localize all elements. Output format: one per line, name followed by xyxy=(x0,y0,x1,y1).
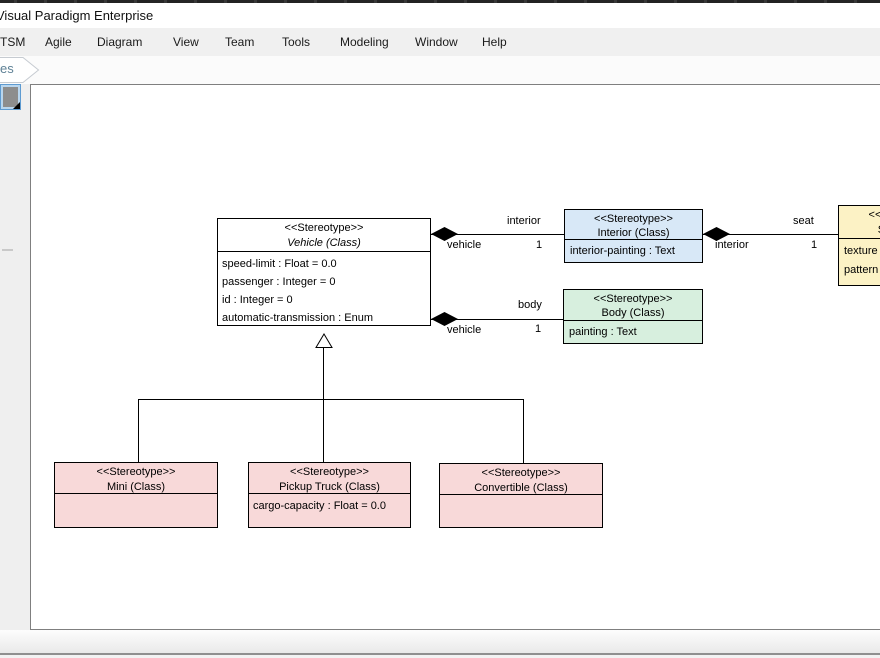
class-header: <<Stereotype>> Seat (Class) xyxy=(839,206,880,239)
generalization-line[interactable] xyxy=(138,399,523,400)
attribute: pattern xyxy=(844,264,879,276)
class-header: <<Stereotype>> Vehicle (Class) xyxy=(218,219,430,252)
class-name: Convertible (Class) xyxy=(474,482,568,494)
attribute: automatic-transmission : Enum xyxy=(222,312,373,324)
attribute-compartment: texture : pattern xyxy=(839,239,880,283)
uml-class-seat[interactable]: <<Stereotype>> Seat (Class) texture : pa… xyxy=(838,205,880,286)
role-label[interactable]: interior xyxy=(715,239,749,251)
stereotype-label: <<Stereotype>> xyxy=(284,222,364,234)
class-name: Body (Class) xyxy=(601,307,665,319)
class-name: Seat (Class) xyxy=(839,223,880,238)
stereotype-label: <<Stereotype>> xyxy=(290,466,369,478)
attribute-compartment: cargo-capacity : Float = 0.0 xyxy=(249,494,410,518)
menu-item-team[interactable]: Team xyxy=(225,35,255,49)
multiplicity-label[interactable]: 1 xyxy=(536,239,543,251)
attribute: speed-limit : Float = 0.0 xyxy=(222,258,337,270)
palette-divider xyxy=(2,249,13,251)
diagram-tab-bar: es xyxy=(0,56,880,84)
uml-class-pickup-truck[interactable]: <<Stereotype>> Pickup Truck (Class) carg… xyxy=(248,462,411,528)
composition-diamond-icon xyxy=(431,227,458,241)
association-vehicle-interior[interactable] xyxy=(431,234,564,235)
role-label[interactable]: interior xyxy=(507,215,541,227)
uml-class-convertible[interactable]: <<Stereotype>> Convertible (Class) xyxy=(439,463,603,528)
class-header: <<Stereotype>> Convertible (Class) xyxy=(440,464,602,495)
cropped-top-strip xyxy=(0,0,880,3)
generalization-line[interactable] xyxy=(523,399,524,463)
generalization-arrow-icon xyxy=(315,333,333,348)
menu-item-help[interactable]: Help xyxy=(482,35,507,49)
attribute: texture : xyxy=(844,245,880,257)
multiplicity-label[interactable]: 1 xyxy=(535,323,542,335)
association-vehicle-body[interactable] xyxy=(431,319,563,320)
active-tab-label[interactable]: es xyxy=(0,61,14,76)
class-name: Interior (Class) xyxy=(597,227,670,239)
generalization-line[interactable] xyxy=(138,399,139,462)
class-name: Pickup Truck (Class) xyxy=(279,481,380,493)
menu-item-tsm[interactable]: TSM xyxy=(0,35,26,49)
stereotype-label: <<Stereotype>> xyxy=(593,293,673,305)
tab-chevron[interactable] xyxy=(0,57,44,84)
status-bar-divider xyxy=(0,653,880,655)
attribute: cargo-capacity : Float = 0.0 xyxy=(253,500,386,512)
stereotype-label: <<Stereotype>> xyxy=(481,467,561,479)
attribute: passenger : Integer = 0 xyxy=(222,276,336,288)
class-name: Vehicle (Class) xyxy=(287,237,361,249)
class-name: Mini (Class) xyxy=(106,481,166,493)
corner-triangle-icon xyxy=(13,102,20,109)
role-label[interactable]: seat xyxy=(793,215,814,227)
class-header: <<Stereotype>> Mini (Class) xyxy=(55,463,217,494)
role-label[interactable]: vehicle xyxy=(447,239,482,251)
generalization-line[interactable] xyxy=(323,348,324,462)
left-tool-palette xyxy=(0,84,30,630)
menu-item-diagram[interactable]: Diagram xyxy=(97,35,143,49)
stereotype-label: <<Stereotype>> xyxy=(868,209,880,221)
role-label[interactable]: vehicle xyxy=(447,324,482,336)
menu-bar: TSM Agile Diagram View Team Tools Modeli… xyxy=(0,28,880,56)
stereotype-label: <<Stereotype>> xyxy=(96,466,176,478)
composition-diamond-icon xyxy=(431,312,458,326)
composition-diamond-icon xyxy=(703,227,730,241)
attribute: interior-painting : Text xyxy=(570,245,675,257)
uml-class-body[interactable]: <<Stereotype>> Body (Class) painting : T… xyxy=(563,289,703,344)
uml-class-vehicle[interactable]: <<Stereotype>> Vehicle (Class) speed-lim… xyxy=(217,218,431,326)
class-header: <<Stereotype>> Interior (Class) xyxy=(565,210,702,240)
attribute-compartment: interior-painting : Text xyxy=(565,240,702,262)
class-header: <<Stereotype>> Pickup Truck (Class) xyxy=(249,463,410,494)
attribute: id : Integer = 0 xyxy=(222,294,293,306)
menu-item-modeling[interactable]: Modeling xyxy=(340,35,389,49)
uml-class-mini[interactable]: <<Stereotype>> Mini (Class) xyxy=(54,462,218,528)
stereotype-label: <<Stereotype>> xyxy=(594,213,673,225)
menu-item-tools[interactable]: Tools xyxy=(282,35,311,49)
title-bar: Visual Paradigm Enterprise xyxy=(0,3,880,28)
bottom-strip xyxy=(0,655,880,658)
class-header: <<Stereotype>> Body (Class) xyxy=(564,290,702,321)
multiplicity-label[interactable]: 1 xyxy=(811,239,818,251)
menu-item-view[interactable]: View xyxy=(173,35,199,49)
menu-item-agile[interactable]: Agile xyxy=(45,35,72,49)
window-title: Visual Paradigm Enterprise xyxy=(0,8,154,23)
attribute: painting : Text xyxy=(569,326,637,338)
selected-tool-button[interactable] xyxy=(0,84,21,110)
uml-class-interior[interactable]: <<Stereotype>> Interior (Class) interior… xyxy=(564,209,703,263)
menu-item-window[interactable]: Window xyxy=(415,35,458,49)
role-label[interactable]: body xyxy=(518,299,542,311)
status-bar xyxy=(0,630,880,653)
association-interior-seat[interactable] xyxy=(703,234,838,235)
diagram-canvas[interactable]: <<Stereotype>> Vehicle (Class) speed-lim… xyxy=(30,84,880,630)
attribute-compartment: speed-limit : Float = 0.0 passenger : In… xyxy=(218,252,430,325)
attribute-compartment: painting : Text xyxy=(564,321,702,343)
